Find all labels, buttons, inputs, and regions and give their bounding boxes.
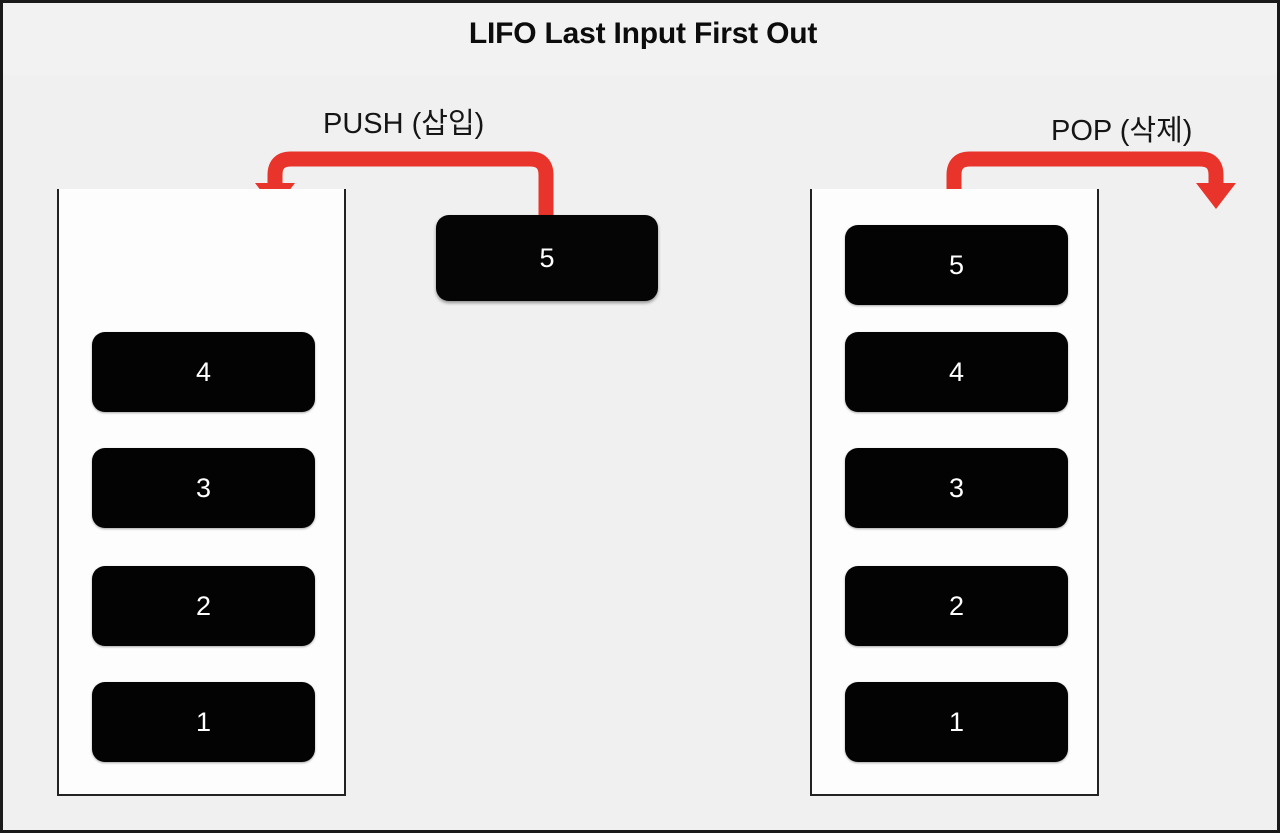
title-bar: LIFO Last Input First Out: [3, 3, 1277, 75]
left-stack-item-3[interactable]: 3: [92, 448, 315, 528]
right-stack-item-1[interactable]: 1: [845, 682, 1068, 762]
page-title: LIFO Last Input First Out: [468, 17, 818, 50]
left-stack-container: 4 3 2 1: [57, 189, 346, 796]
pop-arrow: [946, 151, 1236, 235]
right-stack-item-2[interactable]: 2: [845, 566, 1068, 646]
left-stack-item-4[interactable]: 4: [92, 332, 315, 412]
right-stack-container: 5 4 3 2 1: [810, 189, 1099, 796]
right-stack-item-4[interactable]: 4: [845, 332, 1068, 412]
pop-arrowhead: [1196, 183, 1236, 209]
push-operation-label: PUSH (삽입): [323, 108, 485, 140]
incoming-element[interactable]: 5: [436, 215, 658, 301]
pop-operation-label: POP (삭제): [1051, 115, 1193, 147]
left-stack-item-2[interactable]: 2: [92, 566, 315, 646]
right-stack-item-5[interactable]: 5: [845, 225, 1068, 305]
left-stack-item-1[interactable]: 1: [92, 682, 315, 762]
right-stack-item-3[interactable]: 3: [845, 448, 1068, 528]
